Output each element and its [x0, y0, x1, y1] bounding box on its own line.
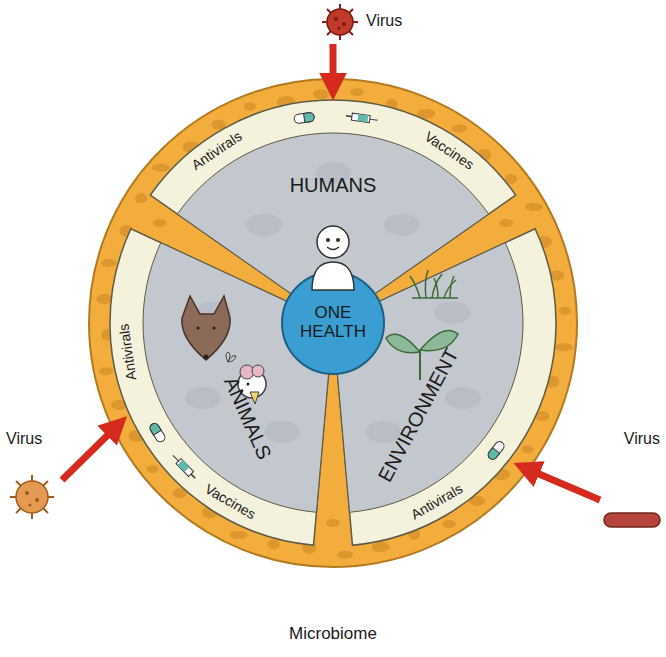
infection-arrow	[330, 44, 337, 88]
pill-icon	[294, 112, 315, 124]
sector-title: HUMANS	[290, 174, 377, 196]
grass-figure	[410, 270, 458, 298]
pill-icon	[486, 440, 505, 461]
syringe-icon	[345, 112, 378, 123]
infection-arrow	[62, 425, 118, 480]
syringe-icon	[170, 453, 197, 481]
small-sprout	[226, 352, 236, 362]
pill-icon	[148, 422, 166, 444]
infection-arrow	[525, 468, 600, 500]
seedling-figure	[386, 330, 458, 380]
virus-label: Virus	[6, 430, 42, 448]
virus-label: Virus	[366, 12, 402, 30]
microbiome-circle: MicrobiomeAntiviralsVaccinesHUMANSAntivi…	[88, 78, 578, 568]
virus-icon	[322, 4, 358, 40]
band-label: Microbiome	[289, 625, 377, 644]
fox-figure	[182, 296, 230, 360]
center-title: ONE HEALTH	[290, 304, 376, 341]
virus-icon	[10, 475, 54, 519]
rod-virus-icon	[604, 513, 660, 527]
virus-label: Virus	[624, 430, 660, 448]
human-figure	[312, 226, 354, 290]
bird-figure	[238, 365, 266, 404]
